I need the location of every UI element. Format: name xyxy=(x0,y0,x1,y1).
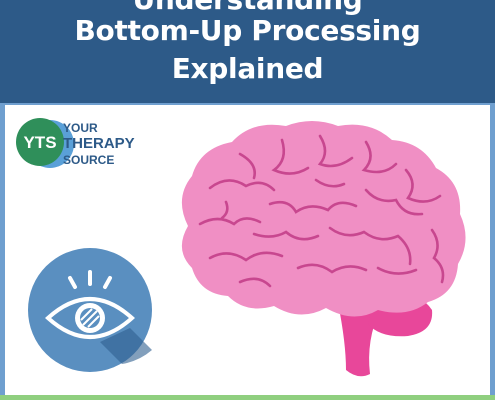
logo-line-3: SOURCE xyxy=(63,153,115,167)
eye-iris-line-1 xyxy=(82,310,98,326)
eye-icon xyxy=(28,248,152,372)
brain-folds xyxy=(198,134,445,288)
brain-illustration xyxy=(181,121,466,377)
eye-iris-line-3 xyxy=(87,315,100,328)
brain-cerebrum xyxy=(181,121,466,317)
eye-ray-right xyxy=(103,276,112,289)
title-line-3: Explained xyxy=(171,52,324,85)
eye-ray-left xyxy=(68,276,77,289)
eye-icon-shadow xyxy=(100,328,152,364)
title-line-1: Understanding xyxy=(0,0,495,17)
logo-badge-front xyxy=(16,118,64,166)
header-banner: Understanding Bottom-Up Processing Expla… xyxy=(0,0,495,103)
eye-iris-line-2 xyxy=(80,308,93,321)
title-line-2: Bottom-Up Processing xyxy=(74,14,421,47)
yts-logo: YTS xyxy=(16,118,74,168)
bottom-accent-bar xyxy=(0,395,495,400)
logo-line-1: YOUR xyxy=(63,121,98,135)
logo-badge-text: YTS xyxy=(23,133,56,152)
logo-wordmark: YOUR THERAPY SOURCE xyxy=(63,120,135,168)
logo-line-2: THERAPY xyxy=(63,135,135,152)
header-divider xyxy=(0,103,495,105)
